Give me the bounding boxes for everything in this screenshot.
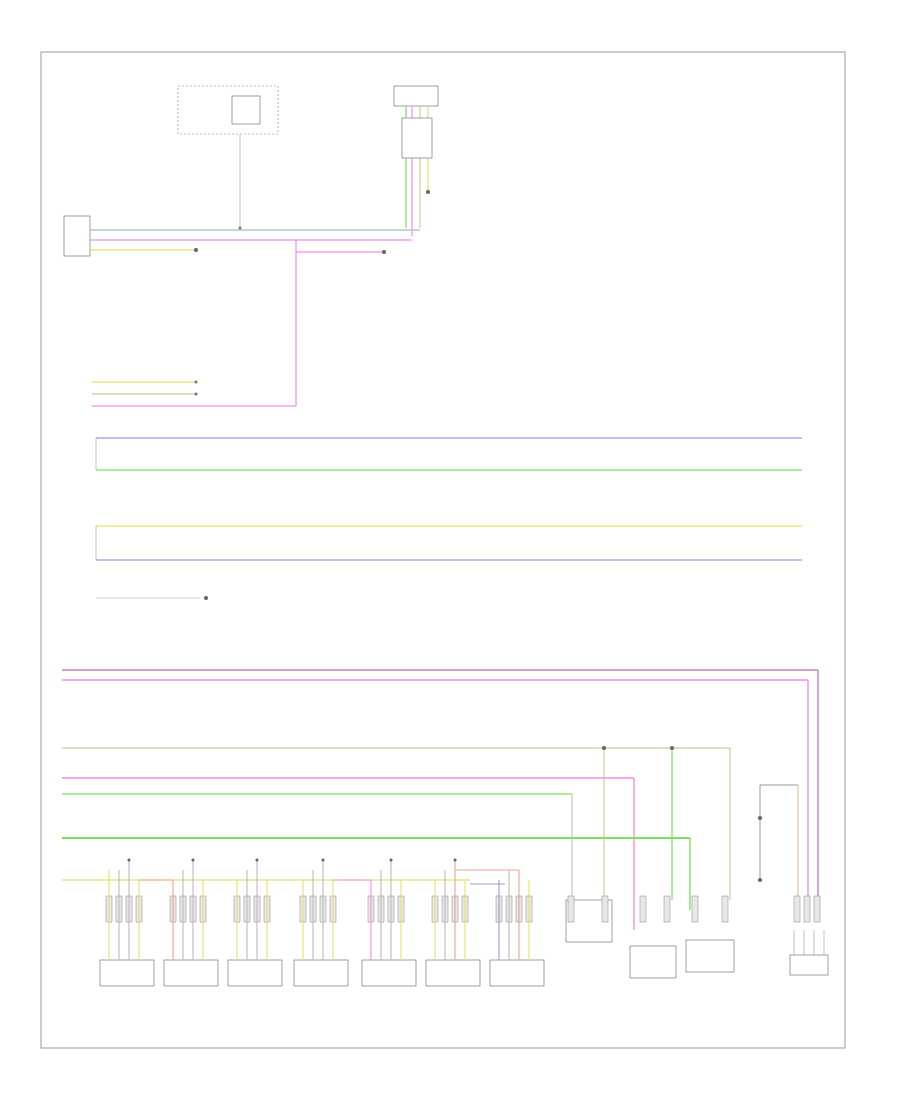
pressure-sensor <box>63 215 420 406</box>
bus-lines <box>95 437 802 600</box>
diagram-frame <box>40 51 846 1049</box>
fuse-box <box>177 85 279 230</box>
feed-lines <box>62 669 819 930</box>
mid-connector <box>92 380 296 407</box>
sensor-connector <box>393 85 439 236</box>
relay-modules <box>565 899 735 979</box>
right-sensor <box>758 784 829 976</box>
sensor-modules <box>99 858 821 987</box>
